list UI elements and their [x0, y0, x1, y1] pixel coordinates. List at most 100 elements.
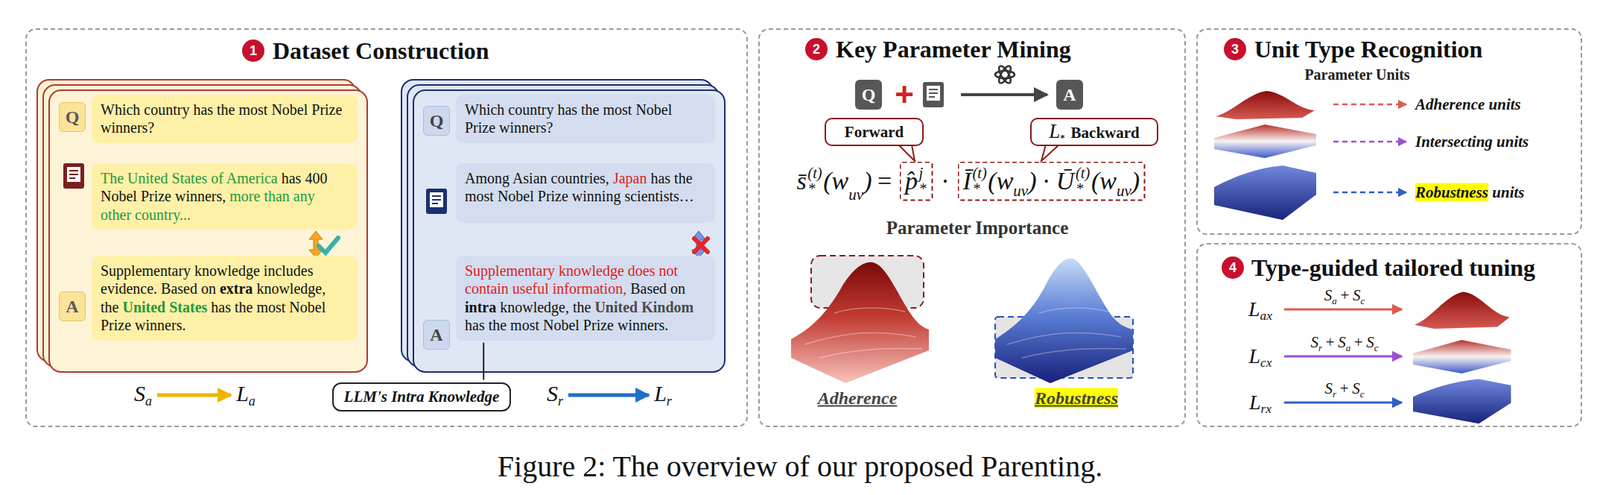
label-text: a [1345, 341, 1352, 354]
node-text: Backward [1071, 123, 1140, 142]
intersecting-slab [1214, 124, 1317, 158]
question-icon: Q [423, 105, 450, 136]
text-flow: Q [429, 110, 444, 132]
node-text: United Kindom [594, 298, 694, 316]
text-flow: The United States of Americahas 400 Nobe… [100, 169, 349, 224]
label-text: (t) [807, 165, 822, 182]
check-mark [318, 237, 339, 253]
text-flow: Which country has the most Nobel Prize w… [100, 100, 349, 138]
node-text: r [557, 393, 564, 409]
callout-tail [898, 144, 915, 161]
label-text: ) [1027, 166, 1037, 196]
text-flow: Supplementary knowledge does not contain… [464, 261, 707, 335]
text-flow: Q [65, 107, 80, 128]
unit-label: Adherence units [1415, 95, 1522, 114]
label-text: a [1331, 294, 1338, 307]
label-text: · [940, 166, 949, 196]
text-flow: Among Asian countries,Japanhas the most … [464, 169, 707, 206]
label-text: Adherence units [1415, 95, 1522, 114]
node-text: Japan [613, 169, 648, 187]
label-text: uv [1116, 181, 1132, 201]
panel-heading: Key Parameter Mining [835, 35, 1072, 64]
label-text: 2 [812, 41, 821, 58]
node-text: L [236, 380, 249, 406]
node-text: LLM's Intra Knowledge [344, 387, 500, 406]
decor-rect [67, 166, 81, 182]
text-flow: Lr [654, 380, 672, 409]
node-text: S [546, 380, 558, 406]
adherence-slab [1215, 90, 1315, 120]
label-text: 3 [1231, 41, 1239, 58]
loss-symbol: Lrx [1249, 390, 1272, 415]
script-stack: (t)* [807, 165, 822, 198]
step-number: 4 [1221, 256, 1244, 279]
text-flow: Supplementary knowledge includes evidenc… [100, 261, 349, 335]
node-text: Which country has the most Nobel Prize w… [100, 101, 342, 136]
card [413, 90, 725, 372]
loss-symbol: Lcx [1249, 344, 1273, 368]
adherence-slab [1414, 291, 1510, 329]
node-text: A [429, 324, 443, 345]
label-text: · [1042, 166, 1051, 196]
math-symbol: Sa [132, 380, 154, 409]
node-text: * [1059, 132, 1065, 144]
label-text: s̄ [797, 166, 807, 196]
label-text: * [807, 181, 815, 197]
flow-arrow [960, 93, 1048, 97]
decor-rect [426, 188, 447, 214]
text-flow: Q [861, 84, 876, 106]
tuning-arrow [1284, 401, 1402, 404]
label-text: Ī [962, 166, 971, 196]
label-text: r [1332, 387, 1337, 400]
label-text: uv [848, 185, 864, 205]
label-text: c [1360, 294, 1365, 307]
callout-tail [1041, 144, 1060, 161]
tuning-arrow [1284, 308, 1402, 311]
connector [157, 392, 231, 397]
knowledge-box: The United States of Americahas 400 Nobe… [91, 163, 358, 230]
decor-rect [926, 85, 941, 101]
answer-box: Supplementary knowledge includes evidenc… [91, 255, 358, 341]
node-text: Based on [630, 280, 686, 297]
node-text: knowledge, the [499, 298, 591, 316]
label-text: (t) [972, 165, 987, 182]
loss-symbol: Lax [1248, 297, 1273, 322]
step-number: 2 [805, 37, 828, 61]
label-text: c [1374, 341, 1379, 354]
node-text: L [1048, 119, 1060, 143]
label-text: (t) [1075, 165, 1090, 182]
label-text: units [1491, 183, 1525, 202]
dashed-frame: p̂j* [899, 161, 933, 202]
text-flow: Sr [546, 380, 564, 409]
label-text: + [1340, 379, 1349, 398]
node-text: L [654, 380, 667, 406]
label-text: S [1324, 286, 1333, 305]
robustness-slab [1413, 378, 1512, 424]
label-text: * [919, 181, 927, 197]
node-text: S [134, 380, 146, 406]
label-text: 4 [1229, 259, 1237, 276]
label-text: ) [1131, 166, 1140, 196]
label-text: S [1310, 332, 1320, 352]
label-text: (w [823, 166, 849, 196]
label-text: c [1360, 387, 1365, 400]
text-flow: Forward [844, 122, 904, 142]
label-text: Adherence [817, 388, 898, 409]
label-text: Parameter Units [1304, 66, 1410, 84]
node-text: a [145, 393, 152, 409]
answer-box: Supplementary knowledge does not contain… [455, 255, 716, 341]
text-flow: LLM's Intra Knowledge [344, 387, 500, 406]
label-text: (w [987, 166, 1014, 196]
decor-ellipse [996, 64, 1014, 85]
label-text: + [1354, 332, 1364, 352]
label-text: Parameter Importance [886, 217, 1069, 239]
node-text: r [666, 393, 672, 409]
node-text: Q [429, 110, 444, 131]
text-flow: Sa [134, 380, 152, 409]
node-text: extra [219, 280, 253, 297]
plus-sign: + [894, 75, 914, 114]
surface-label: Adherence [817, 388, 898, 409]
node-text: The United States of America [100, 169, 278, 187]
label-text: S [1366, 332, 1375, 352]
